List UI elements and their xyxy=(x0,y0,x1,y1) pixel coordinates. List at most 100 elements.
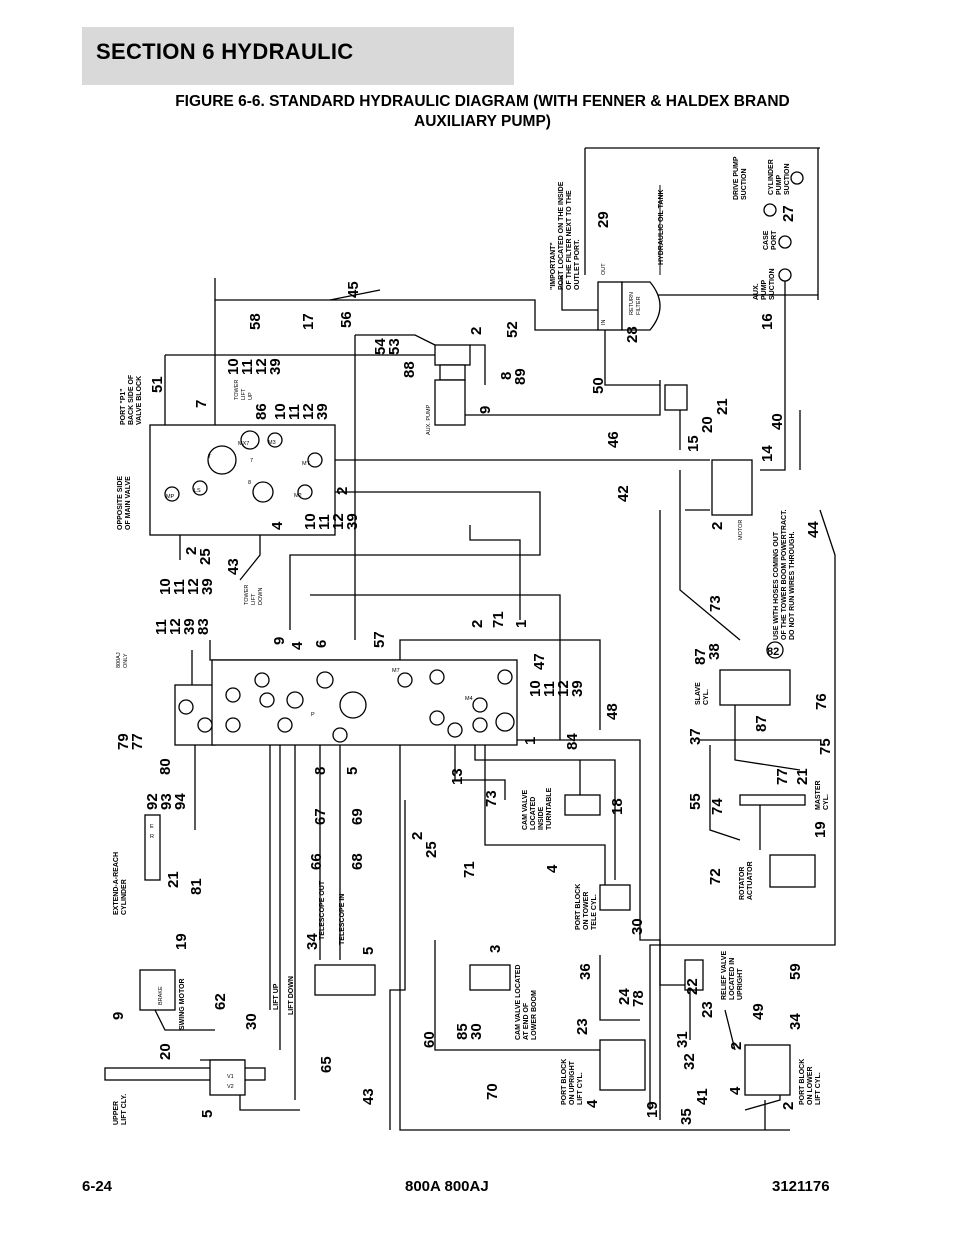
component-labels: "IMPORTANT" PORT LOCATED ON THE INSIDE O… xyxy=(113,156,830,1125)
svg-text:MX7: MX7 xyxy=(238,441,249,447)
svg-text:66: 66 xyxy=(308,853,325,870)
svg-text:25: 25 xyxy=(197,548,214,565)
svg-text:2: 2 xyxy=(409,832,426,840)
svg-text:2: 2 xyxy=(780,1102,797,1110)
svg-text:54: 54 xyxy=(372,338,389,355)
svg-text:RETURN: RETURN xyxy=(629,292,635,315)
svg-text:38: 38 xyxy=(706,643,723,660)
svg-text:PUMP: PUMP xyxy=(761,279,768,300)
svg-text:TURNTABLE: TURNTABLE xyxy=(546,787,553,830)
svg-text:19: 19 xyxy=(173,933,190,950)
svg-text:23: 23 xyxy=(574,1018,591,1035)
svg-text:CYLINDER: CYLINDER xyxy=(121,879,128,915)
svg-text:2: 2 xyxy=(469,620,486,628)
aux-pump-suction-label: AUX. PUMP SUCTION xyxy=(753,269,776,301)
svg-text:74: 74 xyxy=(709,798,726,815)
svg-text:56: 56 xyxy=(338,311,355,328)
svg-text:LIFT CYL.: LIFT CYL. xyxy=(815,1072,822,1105)
svg-text:81: 81 xyxy=(188,878,205,895)
m4-port xyxy=(472,697,488,713)
case-port xyxy=(778,235,792,249)
svg-text:TOWER: TOWER xyxy=(244,585,250,605)
components xyxy=(104,171,816,1096)
svg-text:52: 52 xyxy=(504,321,521,338)
svg-text:35: 35 xyxy=(678,1108,695,1125)
svg-text:18: 18 xyxy=(609,798,626,815)
svg-text:M7: M7 xyxy=(392,668,400,674)
svg-text:16: 16 xyxy=(759,313,776,330)
svg-text:800AJ: 800AJ xyxy=(116,652,122,668)
svg-text:ROTATOR: ROTATOR xyxy=(739,867,746,900)
svg-text:M3: M3 xyxy=(268,440,276,446)
svg-text:31: 31 xyxy=(674,1031,691,1048)
svg-text:11: 11 xyxy=(286,404,303,420)
svg-text:OF THE TOWER BOOM POWERTRACT.: OF THE TOWER BOOM POWERTRACT. xyxy=(781,509,788,640)
svg-text:87: 87 xyxy=(692,648,709,665)
svg-text:DO NOT RUN WIRES THROUGH.: DO NOT RUN WIRES THROUGH. xyxy=(789,531,796,640)
important-note: "IMPORTANT" PORT LOCATED ON THE INSIDE O… xyxy=(550,181,581,290)
svg-text:5: 5 xyxy=(199,1110,216,1118)
svg-text:7: 7 xyxy=(250,458,253,464)
svg-text:93: 93 xyxy=(158,793,175,810)
svg-text:79: 79 xyxy=(115,733,132,750)
hoses-note: USE WITH HOSES COMING OUT OF THE TOWER B… xyxy=(773,509,796,640)
case-port-label: CASE PORT xyxy=(763,230,778,250)
svg-text:10: 10 xyxy=(302,513,319,530)
svg-text:OPPOSITE SIDE: OPPOSITE SIDE xyxy=(117,476,124,530)
svg-text:41: 41 xyxy=(694,1088,711,1105)
svg-text:8: 8 xyxy=(312,767,329,775)
section-title: SECTION 6 HYDRAULIC xyxy=(96,39,354,64)
svg-text:PORT LOCATED ON THE INSIDE: PORT LOCATED ON THE INSIDE xyxy=(558,181,565,290)
svg-text:37: 37 xyxy=(687,728,704,745)
svg-text:MT: MT xyxy=(302,461,311,467)
t-port xyxy=(207,445,237,475)
valve-block-left xyxy=(174,684,216,746)
master-cylinder xyxy=(739,794,806,806)
mx7-port xyxy=(240,430,260,450)
m2-port xyxy=(297,484,313,500)
svg-text:4: 4 xyxy=(727,1086,744,1095)
ls-port xyxy=(192,480,208,496)
svg-text:BACK SIDE OF: BACK SIDE OF xyxy=(128,374,135,425)
svg-text:87: 87 xyxy=(753,715,770,732)
svg-text:10: 10 xyxy=(157,578,174,595)
svg-text:OUT: OUT xyxy=(601,263,607,275)
svg-text:25: 25 xyxy=(423,841,440,858)
cylinder-pump-suction-label: CYLINDER PUMP SUCTION xyxy=(768,159,791,195)
svg-text:80: 80 xyxy=(157,758,174,775)
slave-cyl-label: SLAVE CYL. xyxy=(695,682,710,705)
svg-text:1: 1 xyxy=(513,620,530,628)
callout-82-circle xyxy=(766,641,784,659)
svg-text:53: 53 xyxy=(386,338,403,355)
svg-text:4: 4 xyxy=(289,641,306,650)
svg-text:11: 11 xyxy=(153,619,170,635)
svg-text:3: 3 xyxy=(487,945,504,953)
opposite-side-label: OPPOSITE SIDE OF MAIN VALVE xyxy=(117,476,132,530)
drive-pump-suction-port xyxy=(763,203,777,217)
svg-text:M4: M4 xyxy=(465,696,473,702)
svg-text:V1: V1 xyxy=(227,1074,234,1080)
upper-lift-cyl-label: UPPER LIFT CLY. xyxy=(113,1094,128,1125)
svg-text:42: 42 xyxy=(615,485,632,502)
svg-text:5: 5 xyxy=(360,947,377,955)
svg-text:28: 28 xyxy=(624,326,641,343)
svg-text:LS: LS xyxy=(194,488,201,494)
extend-a-reach-cylinder xyxy=(144,814,161,881)
aux-pump-label: AUX. PUMP xyxy=(426,404,432,435)
port-p1-label: PORT "P1" BACK SIDE OF VALVE BLOCK xyxy=(120,374,143,425)
svg-text:11: 11 xyxy=(239,359,256,375)
svg-text:CYLINDER: CYLINDER xyxy=(768,159,775,195)
svg-text:LOWER BOOM: LOWER BOOM xyxy=(531,990,538,1040)
svg-text:88: 88 xyxy=(401,361,418,378)
svg-text:84: 84 xyxy=(564,733,581,750)
svg-text:9: 9 xyxy=(477,406,494,414)
svg-text:59: 59 xyxy=(787,963,804,980)
svg-text:MP: MP xyxy=(166,494,175,500)
svg-text:2: 2 xyxy=(709,522,726,530)
cam-valve-turntable xyxy=(564,794,601,816)
port-block-upright-label: PORT BLOCK ON UPRIGHT LIFT CYL. xyxy=(561,1059,584,1105)
svg-text:30: 30 xyxy=(243,1013,260,1030)
footer-page: 6-24 xyxy=(82,1178,113,1195)
tower-lift-up-label: TOWER LIFT UP xyxy=(234,380,254,400)
svg-text:DOWN: DOWN xyxy=(258,588,264,605)
